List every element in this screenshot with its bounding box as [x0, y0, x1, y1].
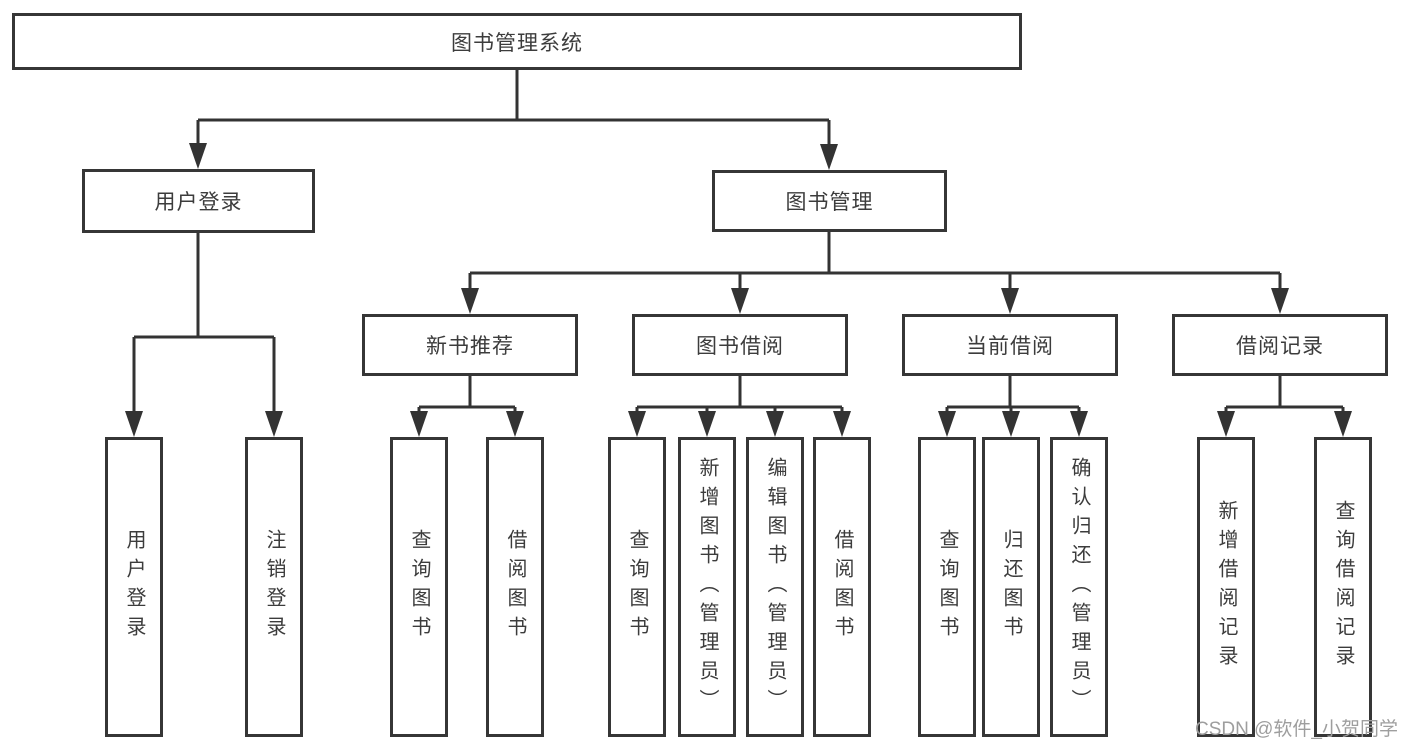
leaf-user-login: 用户登录 — [105, 437, 163, 737]
leaf-borrow-books-1-label: 借阅图书 — [504, 529, 526, 645]
node-borrow-records: 借阅记录 — [1172, 314, 1388, 376]
leaf-add-borrow-record: 新增借阅记录 — [1197, 437, 1255, 737]
leaf-query-books-3-label: 查询图书 — [936, 529, 958, 645]
node-book-borrow-label: 图书借阅 — [696, 335, 784, 358]
connector-borrow-records-to-leaves — [1217, 376, 1352, 437]
node-book-management-label: 图书管理 — [785, 191, 874, 214]
node-current-borrow: 当前借阅 — [902, 314, 1118, 376]
leaf-edit-books-admin-label: 编辑图书（管理员） — [764, 456, 786, 718]
leaf-query-books-1: 查询图书 — [390, 437, 448, 737]
leaf-confirm-return-admin: 确认归还（管理员） — [1050, 437, 1108, 737]
connector-user-login-to-leaves — [125, 233, 283, 437]
leaf-confirm-return-admin-label: 确认归还（管理员） — [1068, 456, 1090, 718]
leaf-user-login-label: 用户登录 — [123, 529, 145, 645]
connector-new-books-to-leaves — [410, 376, 524, 437]
node-book-management: 图书管理 — [712, 170, 947, 232]
node-new-book-recommend-label: 新书推荐 — [426, 335, 514, 358]
node-user-login: 用户登录 — [82, 169, 315, 233]
leaf-logout: 注销登录 — [245, 437, 303, 737]
leaf-query-books-2: 查询图书 — [608, 437, 666, 737]
leaf-query-books-1-label: 查询图书 — [408, 529, 430, 645]
leaf-add-books-admin: 新增图书（管理员） — [678, 437, 736, 737]
leaf-logout-label: 注销登录 — [263, 529, 285, 645]
connector-book-mgmt-to-level3 — [461, 232, 1289, 314]
csdn-watermark: CSDN @软件_小贺同学 — [1195, 719, 1398, 740]
node-root-library-system: 图书管理系统 — [12, 13, 1022, 70]
node-root-label: 图书管理系统 — [451, 31, 583, 55]
leaf-query-books-2-label: 查询图书 — [626, 529, 648, 645]
leaf-return-books-label: 归还图书 — [1000, 529, 1022, 645]
leaf-add-borrow-record-label: 新增借阅记录 — [1215, 500, 1237, 674]
leaf-add-books-admin-label: 新增图书（管理员） — [696, 456, 718, 718]
leaf-query-borrow-record: 查询借阅记录 — [1314, 437, 1372, 737]
leaf-return-books: 归还图书 — [982, 437, 1040, 737]
leaf-borrow-books-1: 借阅图书 — [486, 437, 544, 737]
node-borrow-records-label: 借阅记录 — [1236, 335, 1324, 358]
leaf-borrow-books-2-label: 借阅图书 — [831, 529, 853, 645]
leaf-query-borrow-record-label: 查询借阅记录 — [1332, 500, 1354, 674]
connector-root-to-level2 — [189, 70, 838, 170]
node-user-login-label: 用户登录 — [154, 191, 243, 214]
connector-current-borrow-to-leaves — [938, 376, 1088, 437]
node-book-borrow: 图书借阅 — [632, 314, 848, 376]
node-new-book-recommend: 新书推荐 — [362, 314, 578, 376]
leaf-query-books-3: 查询图书 — [918, 437, 976, 737]
leaf-borrow-books-2: 借阅图书 — [813, 437, 871, 737]
connector-book-borrow-to-leaves — [628, 376, 851, 437]
node-current-borrow-label: 当前借阅 — [966, 335, 1054, 358]
leaf-edit-books-admin: 编辑图书（管理员） — [746, 437, 804, 737]
